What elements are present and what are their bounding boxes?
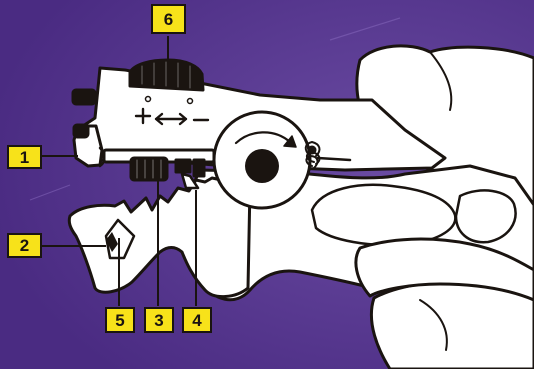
hand-front-thumb <box>371 282 534 369</box>
spring-pin <box>309 147 315 153</box>
callout-1: 1 <box>7 145 42 169</box>
wire-grip-pad <box>131 158 167 180</box>
inner-contact-b <box>194 160 204 176</box>
indicator-dot-left <box>146 97 151 102</box>
handle-thumb-pad <box>456 190 516 242</box>
callout-6: 6 <box>151 4 186 34</box>
callout-4: 4 <box>182 307 212 333</box>
indicator-dot-right <box>188 99 193 104</box>
callout-3: 3 <box>144 307 174 333</box>
callout-2: 2 <box>7 233 42 258</box>
inner-contact-a <box>176 160 190 172</box>
side-knob-upper <box>73 90 95 104</box>
side-knob-lower <box>74 125 88 137</box>
callout-5: 5 <box>105 307 135 333</box>
pivot-hub <box>245 149 279 183</box>
